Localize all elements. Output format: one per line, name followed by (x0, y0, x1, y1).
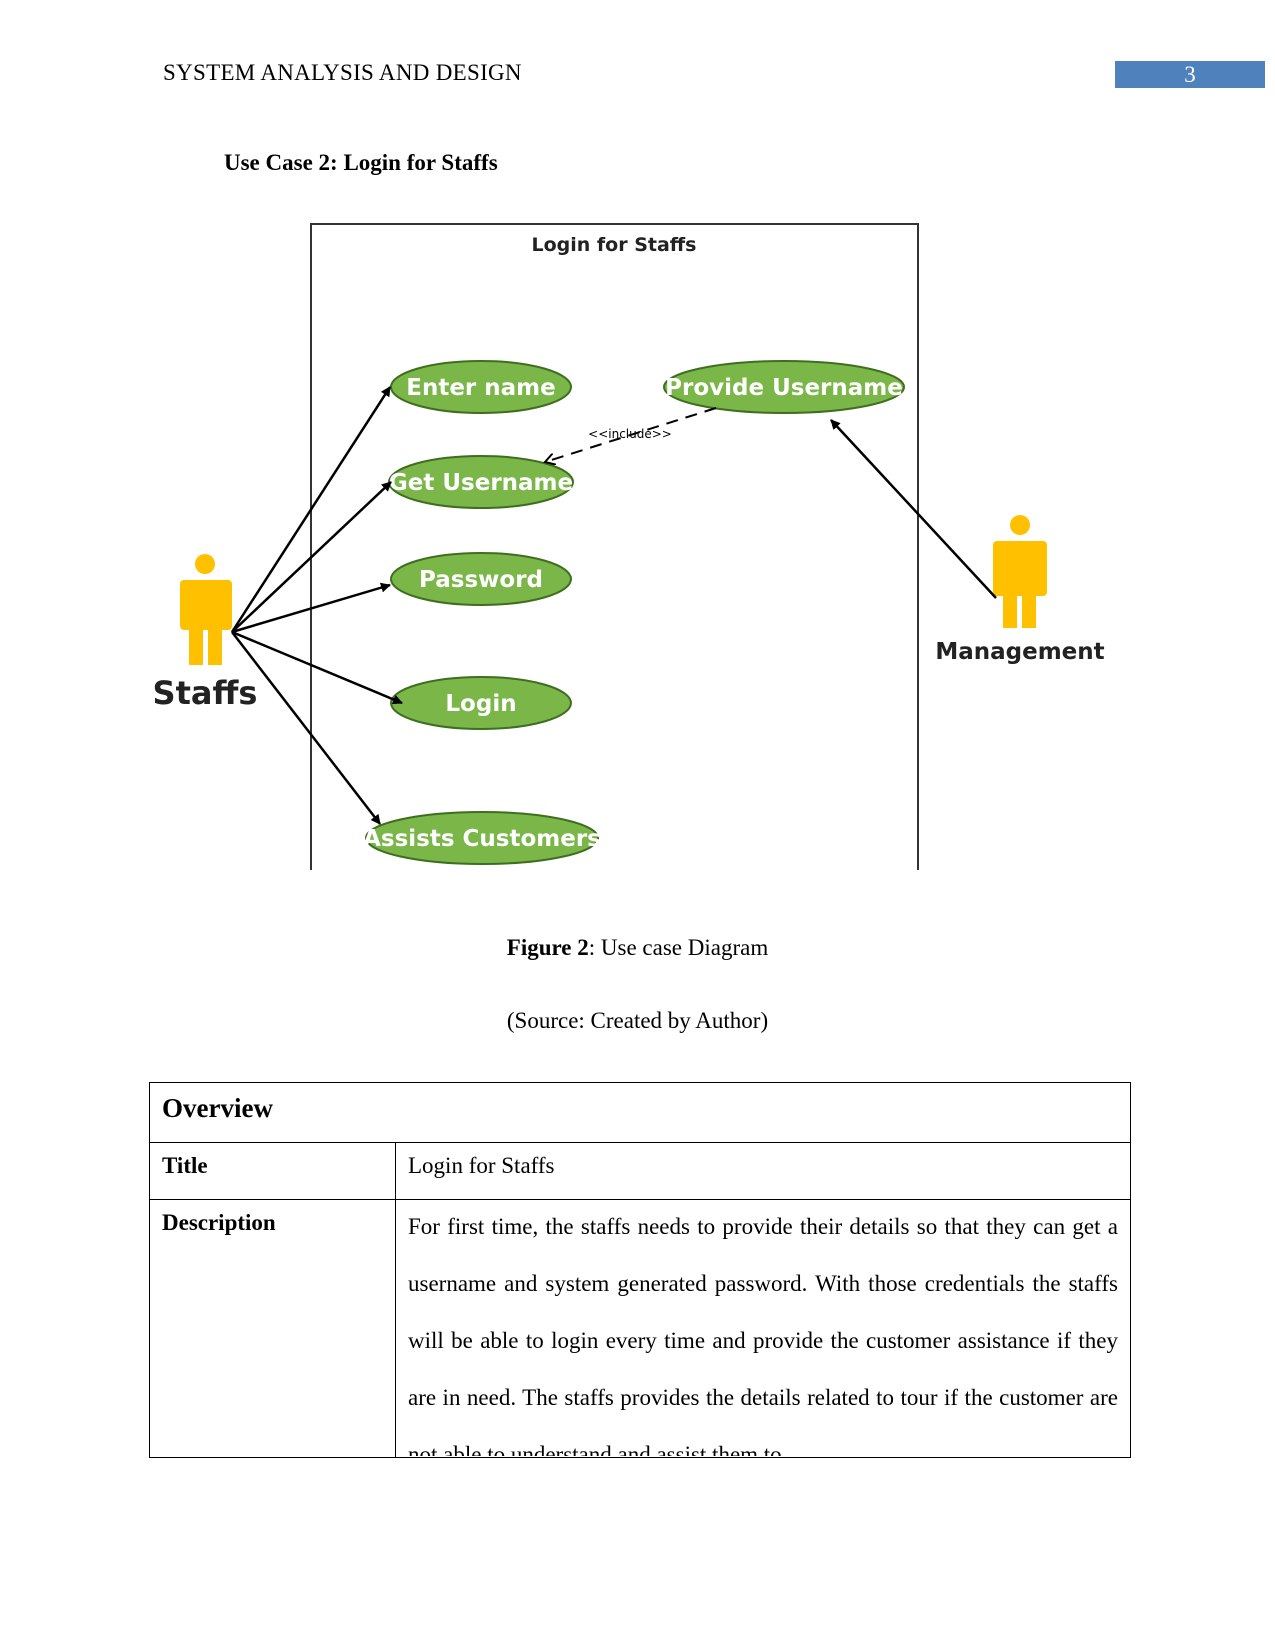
association-get-username (231, 481, 392, 633)
use-case-diagram: Login for Staffs Enter name Get Username… (150, 215, 1110, 882)
description-cell: For first time, the staffs needs to prov… (395, 1199, 1131, 1458)
system-boundary (310, 223, 919, 882)
page-number: 3 (1184, 62, 1196, 87)
figure-source: (Source: Created by Author) (506, 1008, 769, 1033)
description-value: For first time, the staffs needs to prov… (408, 1214, 1118, 1456)
use-case-password: Password (390, 552, 572, 606)
association-provide-username (830, 419, 997, 599)
running-header: SYSTEM ANALYSIS AND DESIGN (163, 60, 522, 85)
staff-actor-icon (180, 554, 232, 665)
use-case-login-label: Login (445, 691, 516, 717)
association-enter-name (230, 386, 392, 633)
use-case-assists-customers-label: Assists Customers (363, 826, 601, 852)
title-value: Login for Staffs (395, 1142, 1131, 1200)
section-heading: Use Case 2: Login for Staffs (224, 150, 498, 175)
figure-label: Figure 2 (506, 935, 589, 960)
include-relation (545, 407, 717, 462)
table-row: Title Login for Staffs (149, 1142, 1131, 1200)
use-case-login: Login (390, 676, 572, 730)
association-assists-customers (231, 631, 381, 825)
management-actor-icon (993, 515, 1047, 628)
page-number-box: 3 (1115, 61, 1265, 88)
association-password (231, 582, 391, 634)
use-case-provide-username-label: Provide Username (665, 375, 903, 401)
use-case-assists-customers: Assists Customers (363, 811, 601, 865)
title-label: Title (149, 1142, 396, 1200)
association-login (231, 630, 403, 705)
use-case-get-username: Get Username (388, 455, 574, 509)
table-row: Description For first time, the staffs n… (149, 1199, 1131, 1458)
overview-table: Overview Title Login for Staffs Descript… (149, 1082, 1131, 1458)
use-case-enter-name: Enter name (390, 360, 572, 414)
staff-associations (230, 386, 403, 825)
figure-caption-text: : Use case Diagram (588, 935, 769, 960)
use-case-get-username-label: Get Username (389, 470, 573, 496)
include-label: <<include>> (588, 427, 672, 441)
description-label: Description (149, 1199, 396, 1458)
use-case-diagram-svg: Login for Staffs Enter name Get Username… (153, 223, 1105, 882)
staff-actor-label: Staffs (153, 674, 258, 712)
management-actor-label: Management (935, 639, 1104, 665)
use-case-password-label: Password (419, 567, 543, 593)
use-case-enter-name-label: Enter name (406, 375, 556, 401)
use-case-provide-username: Provide Username (663, 360, 905, 414)
overview-heading: Overview (149, 1082, 1131, 1143)
system-title: Login for Staffs (531, 234, 696, 256)
figure-caption: Figure 2: Use case Diagram (0, 935, 1275, 961)
